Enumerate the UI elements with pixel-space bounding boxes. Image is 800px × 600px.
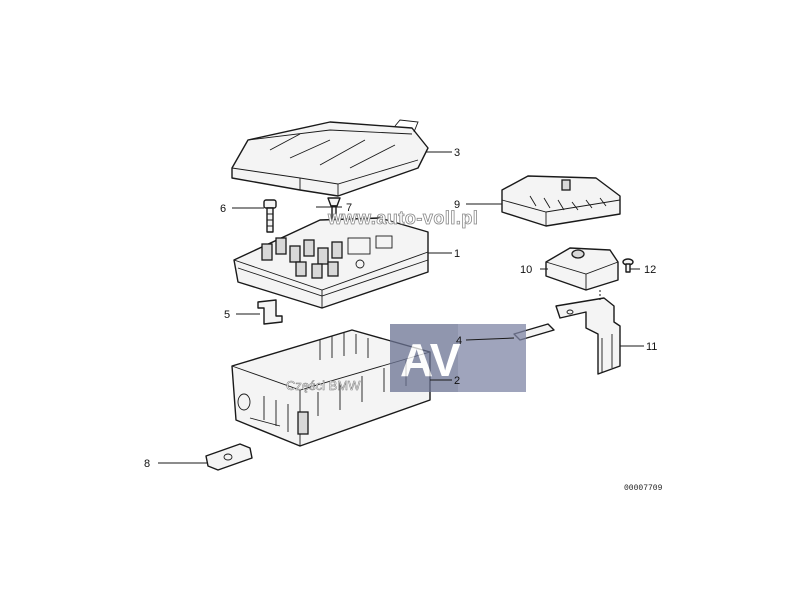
part-2-housing <box>231 329 431 447</box>
fuse-row <box>261 237 343 279</box>
callout-11: 11 <box>646 341 657 353</box>
part-11-mounting-bracket <box>555 297 621 375</box>
watermark-logo-letters: AV <box>400 334 461 386</box>
drawing-number: 00007709 <box>624 484 663 493</box>
leader-lines <box>158 151 644 464</box>
part-10-relay <box>545 247 619 291</box>
callout-4: 4 <box>456 335 462 347</box>
part-8-bracket <box>205 443 253 471</box>
callout-9: 9 <box>454 199 460 211</box>
part-12-screw <box>622 258 634 273</box>
part-5-clip <box>257 299 283 325</box>
part-7-screw <box>327 197 341 221</box>
part-9-fuse-strip <box>501 175 621 227</box>
part-1-fuse-box-body <box>233 217 429 309</box>
watermark-url: www.auto-voll.pl <box>327 208 478 228</box>
callout-10: 10 <box>520 264 532 276</box>
callout-7: 7 <box>346 202 352 214</box>
callout-6: 6 <box>220 203 226 215</box>
watermark-logo: AV <box>390 324 526 392</box>
part-6-screw <box>263 199 277 233</box>
callout-5: 5 <box>224 309 230 321</box>
callout-12: 12 <box>644 264 656 276</box>
callout-1: 1 <box>454 248 460 260</box>
callout-8: 8 <box>144 458 150 470</box>
callout-2: 2 <box>454 375 460 387</box>
watermark-logo-subtext: Części BMW <box>286 378 361 393</box>
part-3-cover-lid <box>231 119 429 197</box>
callout-labels: 3 1 2 4 5 6 7 8 9 10 12 11 <box>144 147 657 470</box>
callout-3: 3 <box>454 147 460 159</box>
